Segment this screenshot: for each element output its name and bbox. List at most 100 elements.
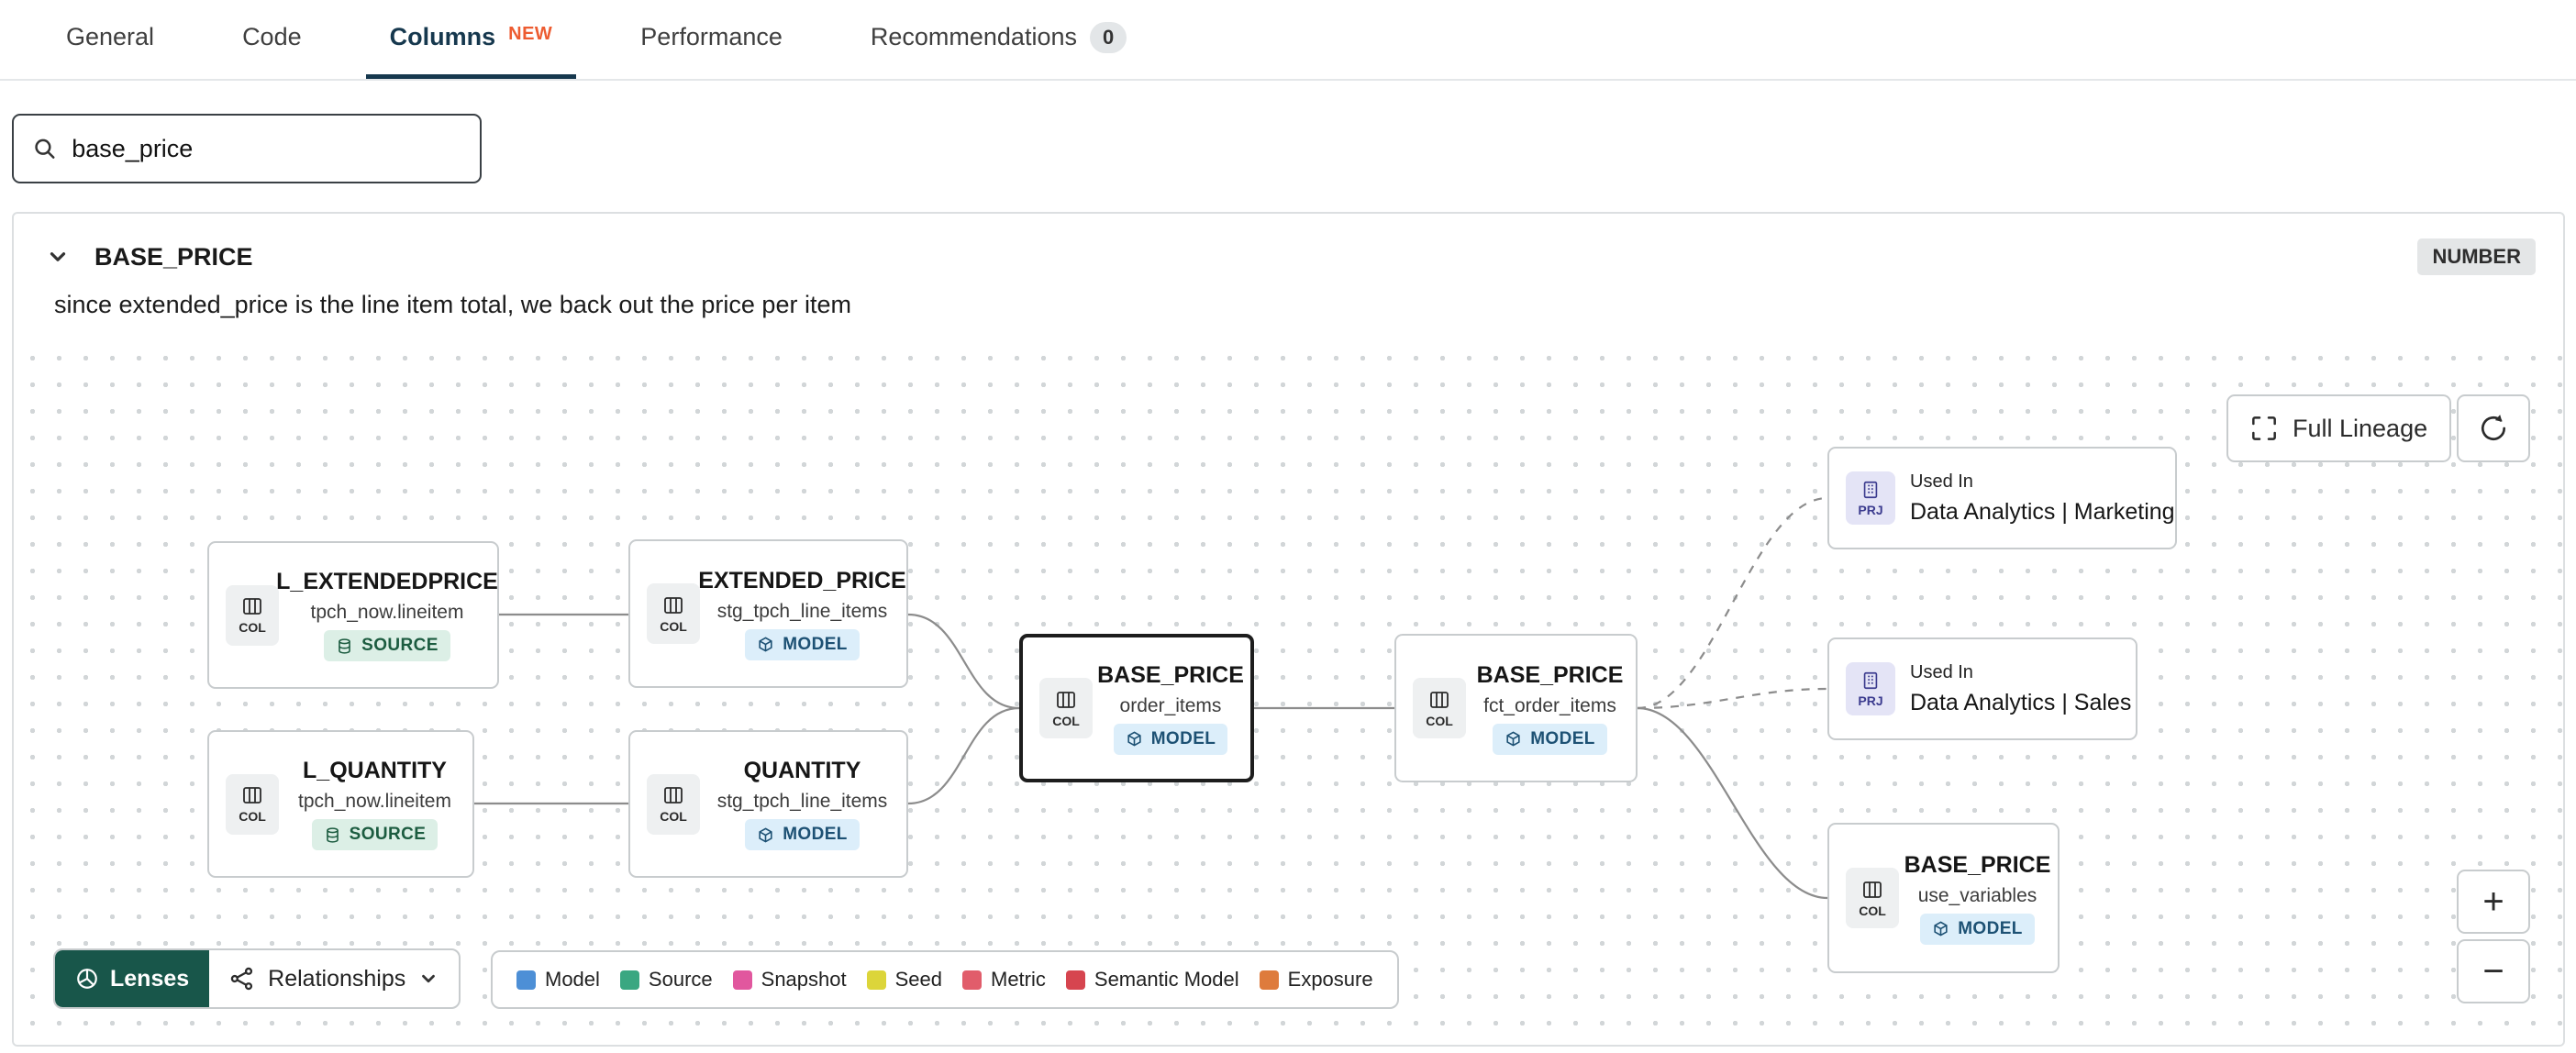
node-subtitle: tpch_now.lineitem <box>310 602 464 623</box>
tab-columns-label: Columns <box>389 23 496 50</box>
zoom-in-label: + <box>2482 881 2504 922</box>
source-icon <box>339 637 350 654</box>
relationships-dropdown[interactable]: Relationships <box>209 966 459 992</box>
legend-item-exposure: Exposure <box>1259 968 1373 992</box>
badge-label: SOURCE <box>349 825 427 844</box>
metric-swatch <box>962 970 982 990</box>
lineage-edge-dashed <box>1637 496 1828 710</box>
column-panel: BASE_PRICE NUMBER since extended_price i… <box>12 212 2565 1047</box>
zoom-out-button[interactable]: − <box>2457 939 2530 1003</box>
new-badge: NEW <box>508 24 553 44</box>
search-row <box>0 81 2576 183</box>
chip-label: COL <box>239 620 266 635</box>
refresh-button[interactable] <box>2457 394 2530 462</box>
model-icon <box>1934 921 1948 937</box>
model-icon <box>1127 731 1141 747</box>
legend-label: Metric <box>991 968 1046 991</box>
zoom-in-button[interactable]: + <box>2457 870 2530 934</box>
column-icon: COL <box>1039 678 1093 738</box>
lineage-canvas[interactable]: COL L_EXTENDEDPRICE tpch_now.lineitem SO… <box>14 339 2563 1045</box>
collapse-chevron-icon[interactable] <box>41 240 74 273</box>
node-title: L_QUANTITY <box>303 758 447 783</box>
tab-code-label: Code <box>242 23 302 50</box>
tab-recommendations[interactable]: Recommendations 0 <box>847 0 1150 79</box>
chip-label: COL <box>1426 713 1453 728</box>
model-icon <box>759 826 772 843</box>
legend-label: Model <box>545 968 600 991</box>
semantic-model-swatch <box>1065 970 1085 990</box>
lenses-toolbar: Lenses Relationships <box>53 948 461 1009</box>
badge-label: MODEL <box>783 634 848 654</box>
project-icon: PRJ <box>1846 471 1895 525</box>
model-badge: MODEL <box>745 819 860 850</box>
source-icon <box>326 826 339 843</box>
lineage-edge <box>907 613 1020 710</box>
node-subtitle: order_items <box>1119 694 1222 716</box>
lineage-node-base-price-fct-order-items[interactable]: COL BASE_PRICE fct_order_items MODEL <box>1394 634 1638 782</box>
column-type-badge: NUMBER <box>2417 238 2536 275</box>
legend-label: Semantic Model <box>1094 968 1239 991</box>
expand-icon <box>2252 416 2276 440</box>
chip-label: COL <box>660 809 687 824</box>
used-in-label: Used In <box>1910 661 1973 682</box>
tab-columns[interactable]: Columns NEW <box>365 0 577 79</box>
model-icon <box>1506 731 1520 747</box>
column-icon: COL <box>647 773 700 835</box>
search-input[interactable] <box>72 134 461 163</box>
tab-general[interactable]: General <box>42 0 178 79</box>
lineage-edge-dashed <box>1637 687 1828 710</box>
lineage-node-base-price-order-items[interactable]: COL BASE_PRICE order_items MODEL <box>1019 634 1254 782</box>
badge-label: MODEL <box>1530 728 1595 748</box>
refresh-icon <box>2481 415 2506 440</box>
legend-label: Exposure <box>1287 968 1373 991</box>
project-icon: PRJ <box>1846 662 1895 715</box>
source-badge: SOURCE <box>311 819 439 850</box>
tab-performance[interactable]: Performance <box>616 0 806 79</box>
model-badge: MODEL <box>745 628 860 660</box>
source-badge: SOURCE <box>324 630 450 661</box>
legend-item-metric: Metric <box>962 968 1046 992</box>
lineage-node-l-extendedprice[interactable]: COL L_EXTENDEDPRICE tpch_now.lineitem SO… <box>207 541 499 689</box>
snapshot-swatch <box>732 970 752 990</box>
chip-label: COL <box>239 809 266 824</box>
legend-item-semantic-model: Semantic Model <box>1065 968 1239 992</box>
node-title: Data Analytics | Sales <box>1910 689 2132 715</box>
chip-label: COL <box>660 618 687 634</box>
model-badge: MODEL <box>1113 723 1228 755</box>
lineage-node-used-in-sales[interactable]: PRJ Used In Data Analytics | Sales <box>1827 637 2137 740</box>
zoom-out-label: − <box>2482 950 2504 992</box>
relationships-icon <box>230 967 253 991</box>
column-icon: COL <box>226 773 279 835</box>
badge-label: MODEL <box>1958 918 2023 938</box>
lens-icon <box>77 969 97 989</box>
tab-recommendations-label: Recommendations <box>870 23 1077 50</box>
node-subtitle: stg_tpch_line_items <box>716 600 888 622</box>
node-title: EXTENDED_PRICE <box>698 567 906 593</box>
node-title: L_EXTENDEDPRICE <box>276 569 498 594</box>
lenses-button[interactable]: Lenses <box>55 950 210 1007</box>
model-badge: MODEL <box>1493 723 1607 755</box>
tab-bar: General Code Columns NEW Performance Rec… <box>0 0 2576 81</box>
chip-label: COL <box>1052 713 1080 728</box>
column-icon: COL <box>1413 678 1466 738</box>
full-lineage-button[interactable]: Full Lineage <box>2226 394 2452 462</box>
legend-item-model: Model <box>516 968 600 992</box>
lineage-node-extended-price[interactable]: COL EXTENDED_PRICE stg_tpch_line_items M… <box>628 539 908 688</box>
node-subtitle: fct_order_items <box>1483 694 1616 716</box>
lineage-node-used-in-marketing[interactable]: PRJ Used In Data Analytics | Marketing <box>1827 447 2177 549</box>
search-box[interactable] <box>12 114 482 183</box>
used-in-label: Used In <box>1910 471 1973 492</box>
node-title: QUANTITY <box>743 758 861 783</box>
tab-code[interactable]: Code <box>218 0 326 79</box>
legend-label: Seed <box>894 968 942 991</box>
legend-item-snapshot: Snapshot <box>732 968 847 992</box>
model-badge: MODEL <box>1920 913 2035 945</box>
chip-label: COL <box>1859 903 1886 918</box>
lineage-node-base-price-use-variables[interactable]: COL BASE_PRICE use_variables MODEL <box>1827 823 2060 973</box>
lineage-node-l-quantity[interactable]: COL L_QUANTITY tpch_now.lineitem SOURCE <box>207 730 474 878</box>
chip-label: PRJ <box>1858 502 1883 517</box>
lineage-node-quantity[interactable]: COL QUANTITY stg_tpch_line_items MODEL <box>628 730 908 878</box>
tab-performance-label: Performance <box>640 23 783 50</box>
chevron-down-icon <box>422 974 436 983</box>
relationships-label: Relationships <box>268 965 406 992</box>
